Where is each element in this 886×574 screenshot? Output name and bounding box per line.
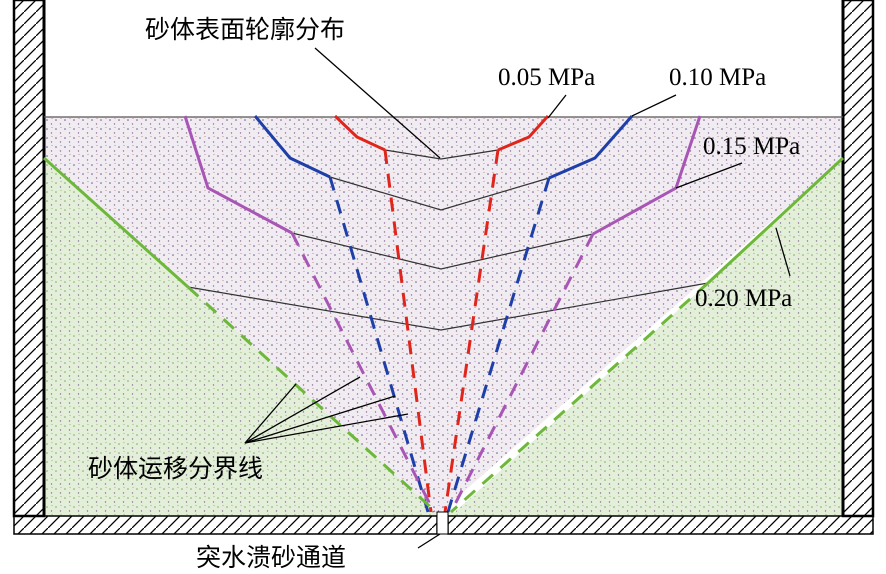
curve-005-right-solid [497, 114, 550, 152]
curve-015-left-solid [183, 115, 293, 235]
inrush-channel [436, 511, 449, 535]
label-pressure-015: 0.15 MPa [703, 133, 800, 160]
leader-boundary-2 [244, 376, 361, 444]
label-pressure-010: 0.10 MPa [669, 64, 766, 91]
label-pressure-020: 0.20 MPa [695, 285, 792, 312]
curve-010-right-solid [548, 115, 634, 180]
sand-region-upper [44, 117, 843, 516]
leader-channel [417, 533, 441, 549]
surface-profile-015 [291, 232, 594, 270]
bottom-plate-left [13, 515, 438, 535]
label-migration-boundary: 砂体运移分界线 [88, 454, 263, 483]
curve-020-left-solid [42, 156, 190, 289]
label-pressure-005: 0.05 MPa [498, 64, 595, 91]
surface-profile-010 [329, 176, 550, 211]
leader-020 [775, 227, 791, 277]
leader-lines [244, 47, 791, 549]
curve-005-right-dashed [443, 149, 500, 513]
curve-010-right-dashed [446, 177, 551, 513]
sand-region-lower [44, 158, 843, 516]
container-walls [12, 0, 875, 535]
leader-boundary-4 [244, 413, 409, 444]
curve-015-right-dashed [449, 233, 595, 513]
surface-profile-005 [384, 149, 499, 160]
surface-profile-020 [187, 282, 709, 331]
leader-boundary-1 [244, 383, 297, 444]
label-surface-profile: 砂体表面轮廓分布 [145, 15, 345, 44]
leader-surface-profile [314, 47, 441, 159]
leader-boundary-3 [244, 395, 396, 444]
curve-005-left-solid [333, 114, 386, 152]
left-wall [12, 0, 46, 518]
curve-010-left-solid [253, 115, 331, 179]
curve-005 [333, 114, 550, 513]
surface-profiles [187, 149, 709, 331]
curve-020-left-dashed [186, 285, 438, 514]
curve-010 [253, 115, 634, 513]
label-channel: 突水溃砂通道 [196, 543, 346, 572]
curve-005-left-dashed [383, 149, 433, 513]
curve-015-left-dashed [290, 232, 436, 513]
right-wall [841, 0, 875, 518]
leader-005 [547, 94, 567, 119]
curve-010-left-dashed [328, 176, 430, 513]
leader-015 [675, 162, 743, 189]
curve-020-right-dashed [450, 281, 709, 514]
leader-010 [631, 94, 677, 117]
curve-020-right-solid [706, 156, 845, 285]
bottom-plate-right [447, 515, 874, 535]
curve-020 [42, 156, 845, 514]
